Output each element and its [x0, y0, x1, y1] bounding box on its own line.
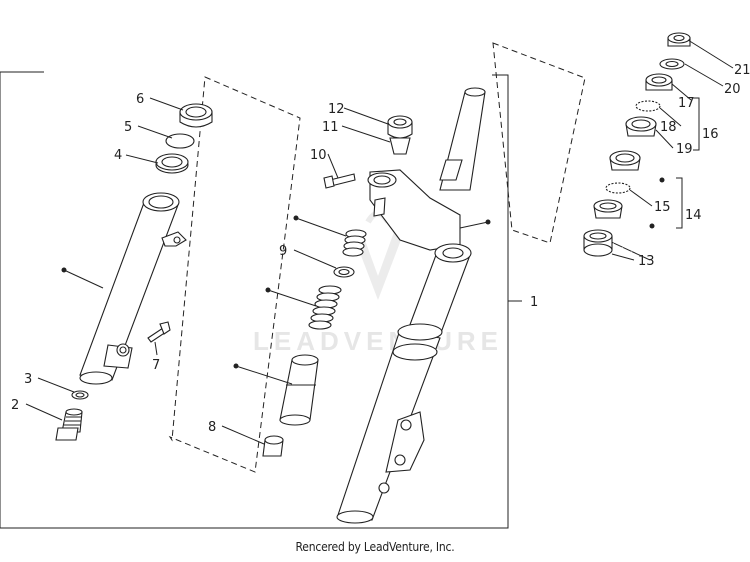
callout-1: 1	[530, 295, 538, 310]
callout-4: 4	[114, 148, 122, 163]
damper-rod-part	[279, 354, 319, 426]
render-credit: Rencered by LeadVenture, Inc.	[295, 540, 455, 554]
bearing-stack	[583, 32, 691, 257]
callout-11: 11	[322, 120, 339, 135]
callout-17: 17	[678, 96, 695, 111]
callout-14: 14	[685, 208, 702, 223]
pinch-screw-part	[147, 321, 171, 343]
callout-20: 20	[724, 82, 741, 97]
spacer-washer-part	[333, 266, 355, 278]
lock-washer-part	[659, 58, 685, 70]
piston-ring-part	[262, 435, 284, 457]
right-fork-assembly	[336, 87, 486, 524]
left-fork-slider	[79, 192, 187, 385]
lower-cup-part	[609, 150, 641, 171]
retaining-clip-part	[165, 133, 195, 149]
bottom-bolt-part	[55, 408, 83, 441]
top-race-part	[645, 73, 673, 91]
dust-cover-part	[583, 229, 613, 257]
dust-seal-part	[179, 103, 213, 128]
washer-part	[71, 390, 89, 400]
callout-7: 7	[152, 358, 160, 373]
callout-18: 18	[660, 120, 677, 135]
callout-12: 12	[328, 102, 345, 117]
upper-cup-part	[625, 116, 657, 137]
callout-13: 13	[638, 254, 655, 269]
watermark-text: LEADVENTURE	[253, 326, 503, 356]
callout-3: 3	[24, 372, 32, 387]
callout-10: 10	[310, 148, 327, 163]
callout-2: 2	[11, 398, 19, 413]
lower-race-part	[593, 199, 623, 219]
callout-21: 21	[734, 63, 750, 78]
clamp-bolt-part	[323, 173, 356, 189]
callout-6: 6	[136, 92, 144, 107]
callout-8: 8	[208, 420, 216, 435]
lower-spring-part	[308, 285, 342, 330]
locknut-part	[667, 32, 691, 47]
callout-5: 5	[124, 120, 132, 135]
callout-numbers: 1 2 3 4 5 6 7 8 9 10 11 12 13 14 15 16 1…	[11, 63, 750, 435]
top-cap-part	[387, 115, 413, 155]
oil-seal-part	[155, 153, 189, 174]
callout-9: 9	[279, 244, 287, 259]
leader-lines	[25, 39, 734, 445]
leadventure-watermark: LEADVENTURE	[253, 210, 503, 356]
callout-16: 16	[702, 127, 719, 142]
upper-spring-part	[342, 229, 367, 257]
callout-15: 15	[654, 200, 671, 215]
callout-19: 19	[676, 142, 693, 157]
stem-group-outline	[492, 42, 586, 244]
upper-ball-bearing-part	[635, 100, 661, 112]
lower-ball-bearing-part	[605, 182, 631, 194]
